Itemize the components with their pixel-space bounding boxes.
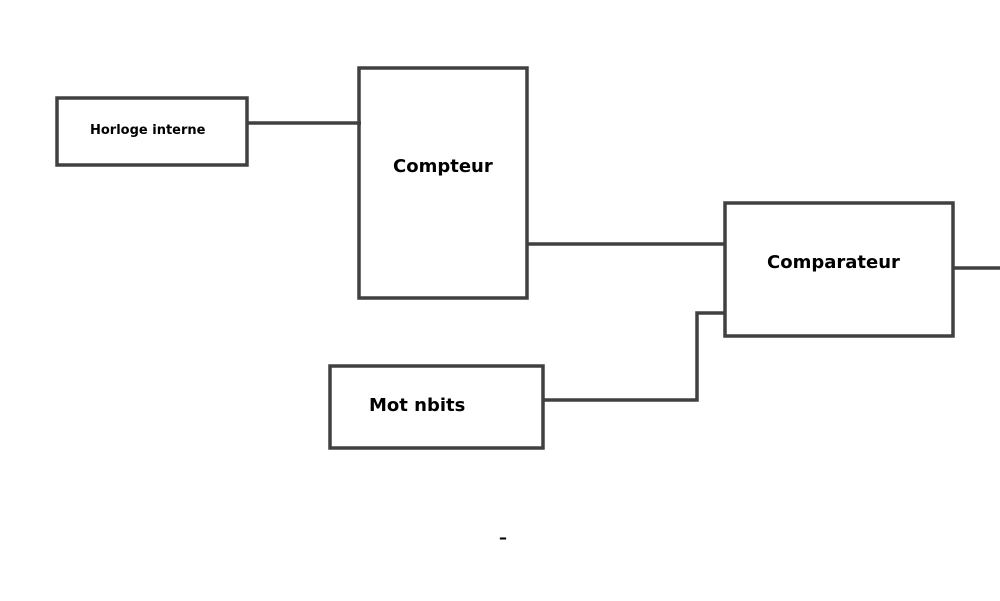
word-block: Mot nbits [328, 364, 545, 450]
clock-label: Horloge interne [90, 123, 206, 138]
comparator-block: Comparateur [723, 201, 955, 338]
clock-block: Horloge interne [55, 96, 249, 167]
wire-word-to-comparator [543, 311, 725, 402]
counter-label: Compteur [393, 156, 493, 177]
word-label: Mot nbits [369, 395, 465, 416]
comparator-label: Comparateur [767, 252, 900, 273]
counter-block: Compteur [357, 66, 529, 300]
stray-dash: – [499, 528, 507, 547]
